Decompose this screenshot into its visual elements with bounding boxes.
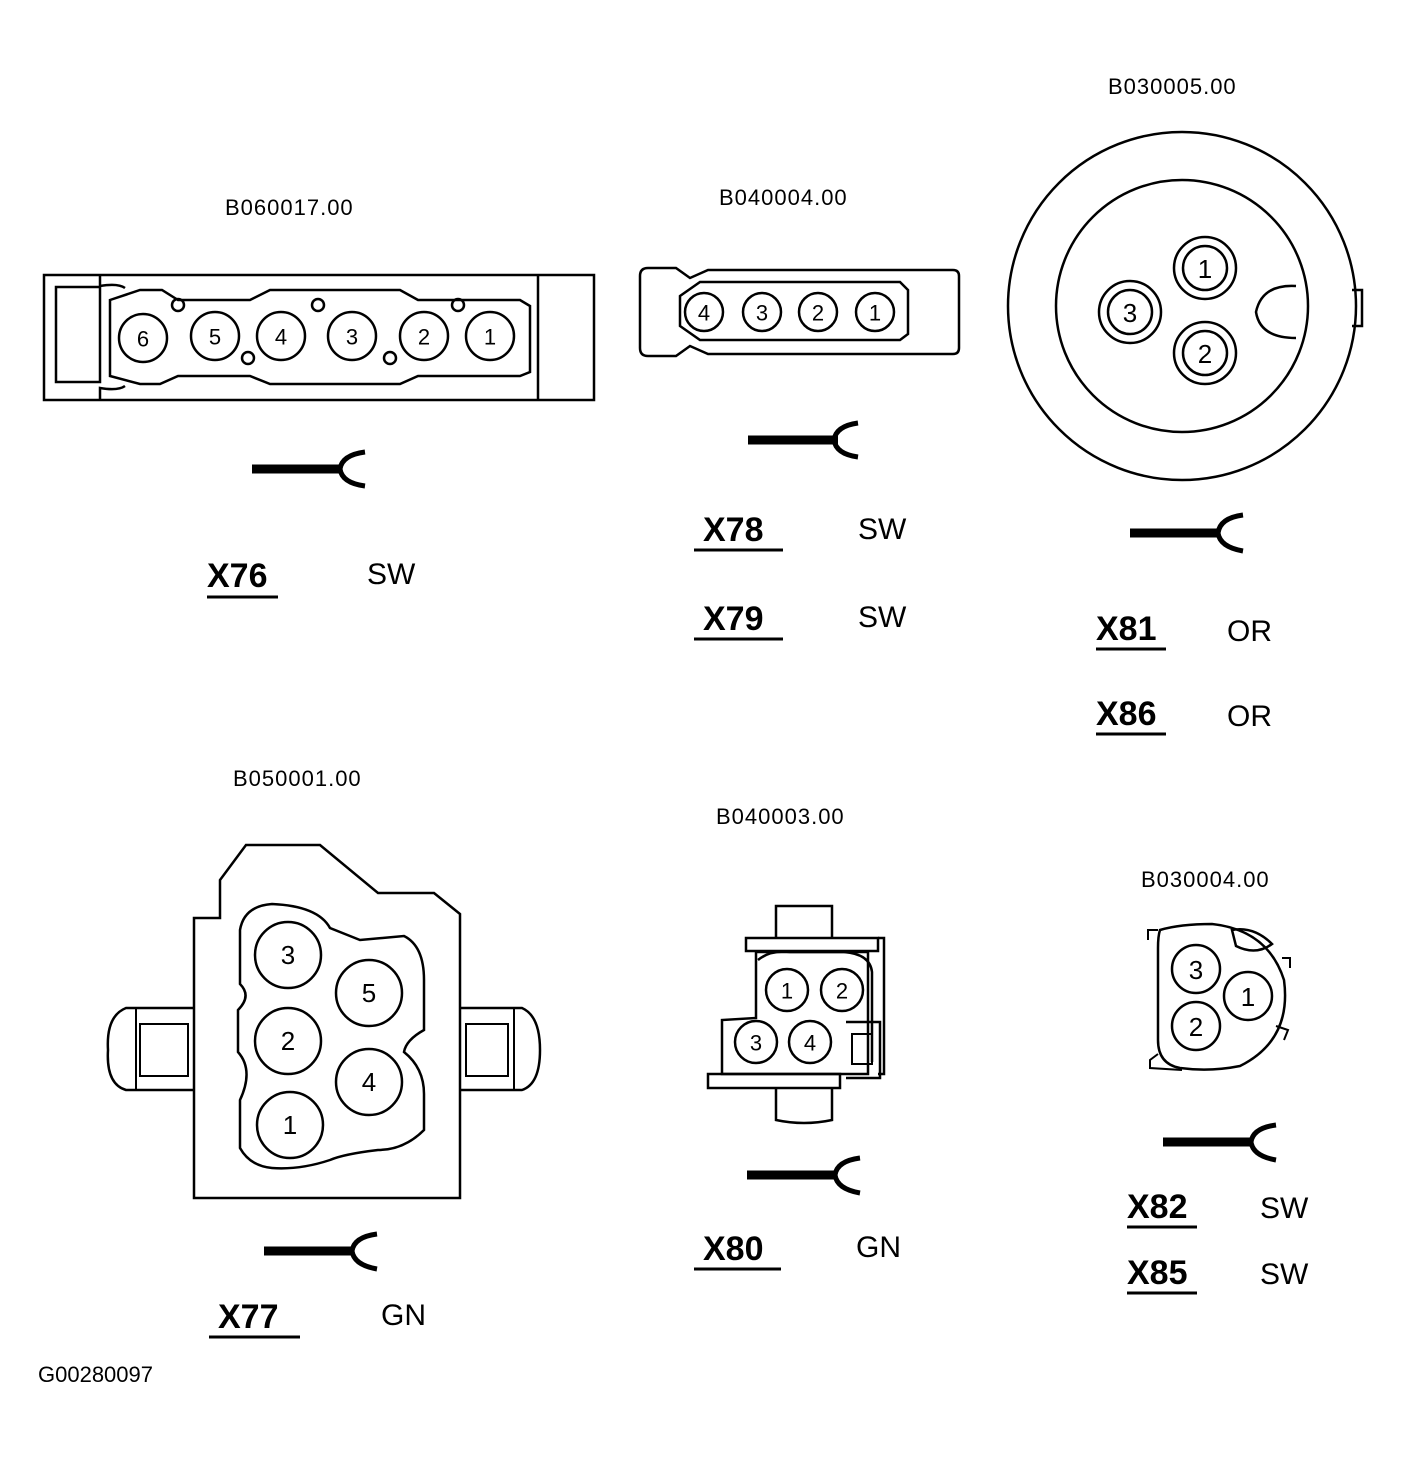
pin-label: 1 — [1198, 254, 1212, 284]
connector-plug-icon — [264, 1231, 378, 1272]
pin-label: 2 — [281, 1026, 295, 1056]
connector-plug-icon — [747, 1155, 861, 1196]
wire-color: SW — [858, 513, 907, 546]
connector-x78-housing — [638, 266, 961, 358]
connector-x76-pins: 6 5 4 3 2 1 — [117, 310, 516, 364]
pin-label: 2 — [1198, 339, 1212, 369]
connector-x81: B030005.00 1 2 3 X81 OR X86 OR — [1006, 74, 1364, 736]
pin-label: 2 — [418, 325, 430, 350]
connector-x81-housing — [1006, 130, 1364, 482]
wire-color: OR — [1227, 700, 1272, 733]
connector-x76: B060017.00 6 5 4 3 2 1 — [42, 195, 596, 599]
pin-label: 4 — [275, 325, 287, 350]
pin-label: 6 — [137, 327, 149, 352]
pin-label: 1 — [1241, 982, 1255, 1012]
pin-label: 5 — [209, 325, 221, 350]
connector-x82: B030004.00 3 1 2 X82 SW X85 SW — [1127, 867, 1309, 1295]
wire-color: SW — [367, 558, 416, 591]
connector-plug-icon — [748, 420, 859, 460]
connector-code: X81 — [1096, 610, 1157, 648]
pin-label: 2 — [812, 301, 824, 326]
connector-code: X85 — [1127, 1254, 1188, 1292]
wire-color: GN — [381, 1299, 426, 1332]
connector-x82-pins: 3 1 2 — [1170, 943, 1274, 1052]
wire-color: SW — [1260, 1192, 1309, 1225]
wire-color: SW — [1260, 1258, 1309, 1291]
connector-x76-housing — [42, 273, 596, 402]
connector-x77: B050001.00 3 5 2 4 1 X77 — [106, 766, 542, 1339]
part-number-x82: B030004.00 — [1141, 867, 1270, 892]
connector-x81-pins: 1 2 3 — [1097, 235, 1238, 386]
part-number-x81: B030005.00 — [1108, 74, 1237, 99]
pin-label: 5 — [362, 978, 376, 1008]
pin-label: 3 — [750, 1031, 762, 1056]
connector-x78-pins: 4 3 2 1 — [683, 291, 896, 333]
pin-label: 1 — [283, 1110, 297, 1140]
connector-code: X76 — [207, 557, 268, 595]
connector-x77-pins: 3 5 2 4 1 — [253, 920, 404, 1160]
pin-label: 3 — [281, 940, 295, 970]
connector-plug-icon — [1163, 1122, 1277, 1163]
wire-color: GN — [856, 1231, 901, 1264]
pin-label: 3 — [346, 325, 358, 350]
pin-label: 3 — [1189, 955, 1203, 985]
connector-code: X80 — [703, 1230, 764, 1268]
part-number-x78: B040004.00 — [719, 185, 848, 210]
connector-x82-housing — [1147, 922, 1291, 1071]
connector-plug-icon — [252, 449, 366, 489]
pin-label: 1 — [781, 979, 793, 1004]
pin-label: 1 — [484, 325, 496, 350]
connector-code: X79 — [703, 600, 764, 638]
connector-x78: B040004.00 4 3 2 1 X78 SW X79 SW — [638, 185, 961, 641]
pin-label: 2 — [836, 979, 848, 1004]
pin-label: 3 — [756, 301, 768, 326]
connector-x77-housing — [106, 843, 542, 1200]
pin-label: 4 — [362, 1067, 376, 1097]
pin-label: 3 — [1123, 298, 1137, 328]
connector-code: X86 — [1096, 695, 1157, 733]
figure-id: G00280097 — [38, 1362, 153, 1387]
connector-code: X82 — [1127, 1188, 1188, 1226]
connector-x80-housing — [706, 904, 886, 1125]
part-number-x80: B040003.00 — [716, 804, 845, 829]
pin-label: 1 — [869, 301, 881, 326]
pin-label: 4 — [698, 301, 710, 326]
part-number-x76: B060017.00 — [225, 195, 354, 220]
wire-color: OR — [1227, 615, 1272, 648]
connector-x80-pins: 1 2 3 4 — [733, 967, 865, 1065]
connector-plug-icon — [1130, 512, 1244, 554]
wire-color: SW — [858, 601, 907, 634]
connector-x80: B040003.00 1 2 3 4 X80 GN — [694, 804, 901, 1271]
pin-label: 2 — [1189, 1012, 1203, 1042]
part-number-x77: B050001.00 — [233, 766, 362, 791]
connector-code: X77 — [218, 1298, 279, 1336]
connector-code: X78 — [703, 511, 764, 549]
pin-label: 4 — [804, 1031, 816, 1056]
